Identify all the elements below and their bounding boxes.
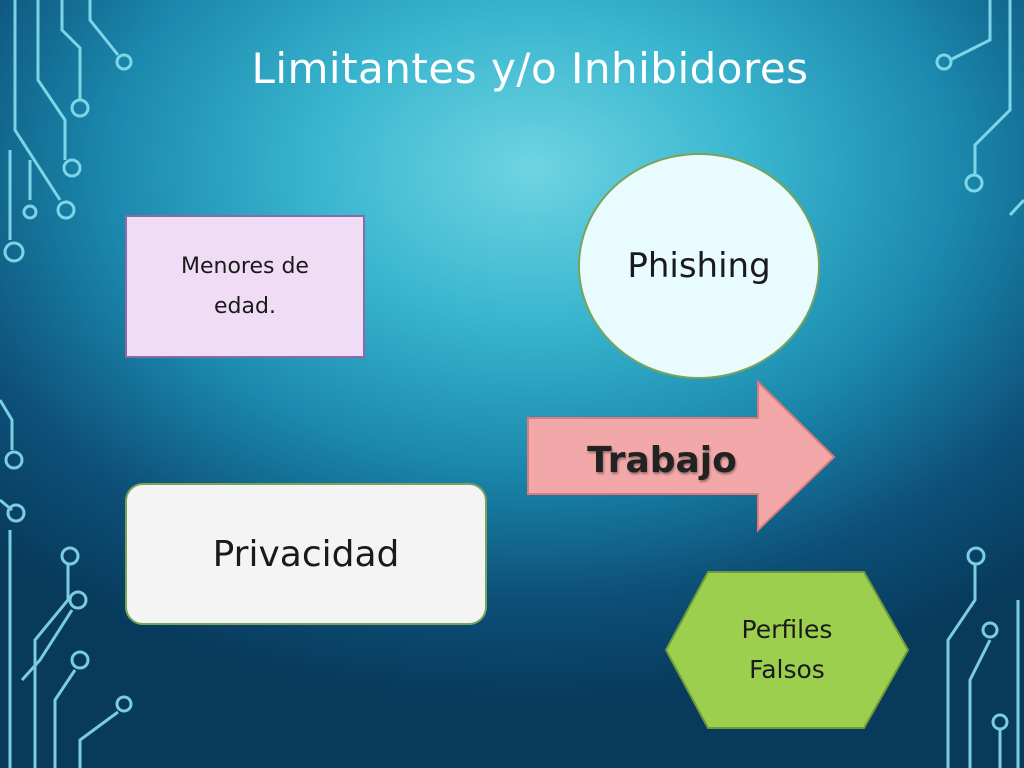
menores-line2: edad. bbox=[214, 293, 276, 319]
phishing-circle: Phishing bbox=[578, 153, 820, 379]
privacidad-box: Privacidad bbox=[125, 483, 487, 625]
slide-title: Limitantes y/o Inhibidores bbox=[251, 44, 809, 93]
perfiles-hexagon bbox=[664, 571, 910, 729]
perfiles-label: Perfiles Falsos bbox=[664, 570, 910, 730]
perfiles-line2: Falsos bbox=[749, 655, 825, 684]
trabajo-arrow bbox=[527, 380, 836, 533]
privacidad-label: Privacidad bbox=[212, 533, 400, 575]
menores-line1: Menores de bbox=[181, 253, 309, 279]
menores-box: Menores de edad. bbox=[125, 215, 365, 358]
trabajo-label: Trabajo bbox=[587, 439, 737, 481]
perfiles-line1: Perfiles bbox=[741, 615, 833, 644]
phishing-label: Phishing bbox=[627, 246, 771, 286]
